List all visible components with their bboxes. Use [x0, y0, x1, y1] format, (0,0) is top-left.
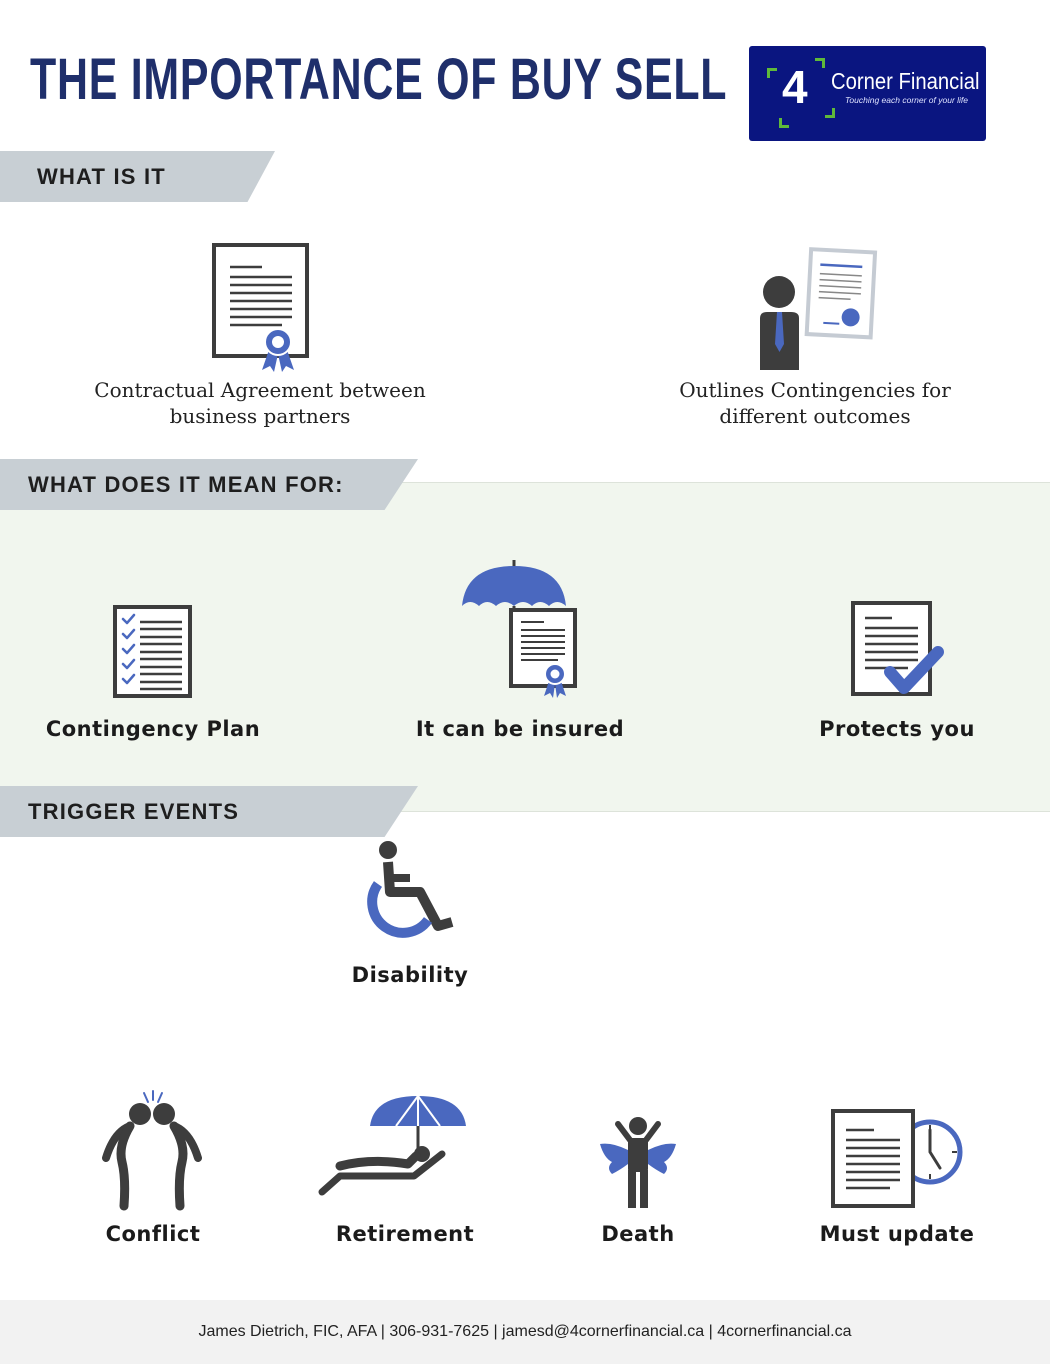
- document-clock-icon: [831, 1109, 963, 1208]
- label-conflict: Conflict: [105, 1222, 201, 1246]
- section-heading-label: TRIGGER EVENTS: [28, 798, 240, 824]
- label-retirement: Retirement: [335, 1222, 475, 1246]
- company-logo: 4 Corner Financial Touching each corner …: [749, 46, 986, 141]
- footer-contact-text: James Dietrich, FIC, AFA | 306-931-7625 …: [198, 1323, 852, 1340]
- caption-line: Contractual Agreement between: [94, 378, 426, 402]
- caption-line: different outcomes: [719, 404, 911, 428]
- section-heading-what-does-it-mean: WHAT DOES IT MEAN FOR:: [0, 459, 418, 510]
- section-heading-label: WHAT DOES IT MEAN FOR:: [28, 471, 344, 497]
- beach-lounger-icon: [318, 1095, 466, 1196]
- section-heading-label: WHAT IS IT: [37, 163, 166, 189]
- logo-corner-mark: [767, 68, 777, 78]
- label-disability: Disability: [351, 963, 469, 987]
- businessman-with-document-icon: [760, 247, 878, 370]
- wheelchair-icon: [367, 841, 454, 938]
- caption-contractual-agreement: Contractual Agreement between business p…: [60, 377, 460, 429]
- footer-contact-bar: James Dietrich, FIC, AFA | 306-931-7625 …: [0, 1300, 1050, 1364]
- label-protects-you: Protects you: [819, 717, 975, 741]
- section-heading-trigger-events: TRIGGER EVENTS: [0, 786, 418, 837]
- logo-corner-mark: [815, 58, 825, 68]
- label-death: Death: [601, 1222, 675, 1246]
- label-it-can-be-insured: It can be insured: [415, 717, 625, 741]
- logo-corner-mark: [779, 118, 789, 128]
- checklist-icon: [113, 605, 192, 698]
- conflict-icon: [102, 1090, 202, 1211]
- certificate-document-icon: [212, 243, 309, 372]
- label-contingency-plan: Contingency Plan: [45, 717, 261, 741]
- label-must-update: Must update: [819, 1222, 975, 1246]
- logo-brand-name: Corner Financial: [831, 68, 980, 94]
- section-heading-what-is-it: WHAT IS IT: [0, 151, 275, 202]
- umbrella-certificate-icon: [462, 560, 577, 698]
- logo-number: 4: [782, 61, 808, 113]
- document-checkmark-icon: [851, 601, 944, 696]
- caption-outlines-contingencies: Outlines Contingencies for different out…: [615, 377, 1015, 429]
- caption-line: business partners: [169, 404, 351, 428]
- page-title: THE IMPORTANCE OF BUY SELL: [30, 47, 728, 112]
- logo-tagline: Touching each corner of your life: [845, 95, 969, 105]
- logo-corner-mark: [825, 108, 835, 118]
- angel-icon: [600, 1117, 676, 1208]
- caption-line: Outlines Contingencies for: [679, 378, 951, 402]
